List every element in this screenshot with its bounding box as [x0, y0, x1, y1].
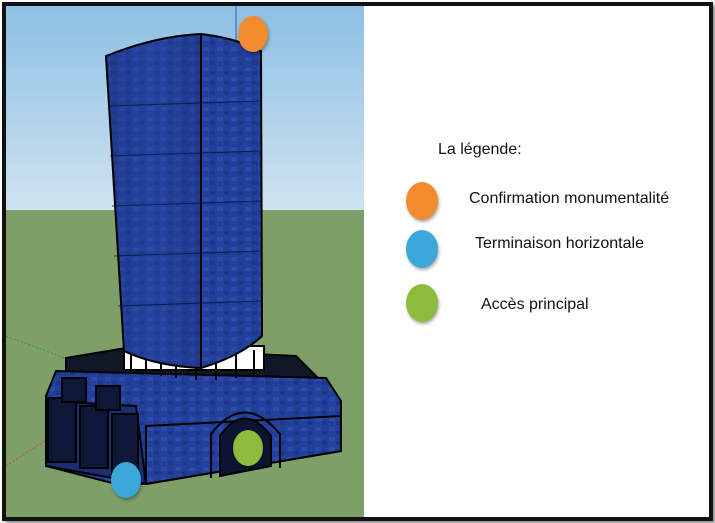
tower — [104, 32, 264, 370]
legend-label: Accès principal — [481, 296, 589, 313]
blue-marker-icon — [406, 230, 438, 268]
legend-label: Confirmation monumentalité — [469, 190, 670, 207]
orange-marker-on-model — [238, 16, 268, 52]
orange-marker-icon — [406, 182, 438, 220]
green-marker-icon — [406, 284, 438, 322]
legend-label: Terminaison horizontale — [475, 235, 644, 252]
legend-title: La légende: — [438, 141, 522, 158]
blue-marker-on-model — [111, 462, 141, 498]
building-3d-model — [6, 6, 364, 517]
green-marker-on-model — [233, 430, 263, 466]
